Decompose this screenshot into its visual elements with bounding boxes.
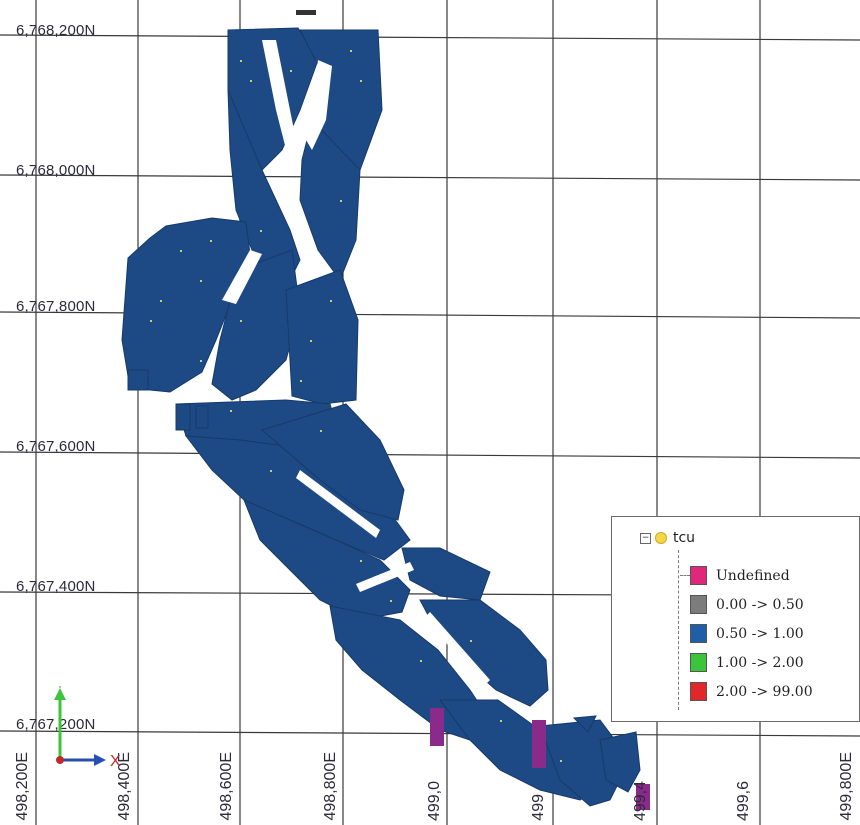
ore-block (285, 269, 359, 405)
y-axis-arrowhead (54, 688, 66, 700)
legend-item: Undefined (690, 566, 790, 585)
legend-item: 0.50 -> 1.00 (690, 624, 804, 643)
grade-speck (150, 320, 152, 322)
grade-speck (210, 240, 212, 242)
easting-label: 499,800E (838, 752, 855, 821)
legend-connector (680, 575, 690, 576)
ore-block (299, 119, 361, 282)
grade-speck (230, 410, 232, 412)
legend-item-label: 0.00 -> 0.50 (716, 596, 804, 613)
northing-label: 6,768,200N (16, 22, 96, 39)
easting-label: 499,0 (426, 780, 443, 821)
undefined-spot (532, 720, 546, 768)
legend-item-label: Undefined (716, 567, 790, 584)
legend-tree-line (678, 550, 679, 710)
legend-swatch (690, 566, 707, 585)
grade-speck (390, 600, 392, 602)
grade-speck (350, 50, 352, 52)
x-axis-arrowhead (94, 754, 106, 766)
grade-speck (360, 560, 362, 562)
grade-speck (560, 760, 562, 762)
grade-speck (200, 360, 202, 362)
easting-label: 498,200E (14, 752, 31, 821)
legend-item: 2.00 -> 99.00 (690, 682, 813, 701)
x-axis-label: X (110, 753, 121, 770)
ore-gaps (222, 40, 490, 686)
northing-label: 6,767,600N (16, 438, 96, 455)
grade-speck (290, 70, 292, 72)
legend-item-label: 1.00 -> 2.00 (716, 654, 804, 671)
grade-speck (250, 80, 252, 82)
undefined-spot (430, 708, 444, 746)
grade-speck (270, 470, 272, 472)
y-axis-label: Y (56, 686, 64, 691)
grade-speck (340, 200, 342, 202)
grade-speck (240, 60, 242, 62)
legend-header[interactable]: − tcu (640, 530, 695, 546)
easting-label: 499 (530, 794, 547, 821)
grade-speck (240, 320, 242, 322)
ore-block (243, 499, 411, 621)
legend-item: 1.00 -> 2.00 (690, 653, 804, 672)
origin-dot (56, 756, 64, 764)
grade-speck (160, 300, 162, 302)
undefined-grade-spots (430, 708, 650, 810)
legend-swatch (690, 653, 707, 672)
legend-swatch (690, 595, 707, 614)
easting-label: 499,6 (735, 780, 752, 821)
undefined-spot (636, 784, 650, 810)
gap-channel (222, 250, 262, 304)
grade-speck (180, 250, 182, 252)
grade-speck (310, 340, 312, 342)
ore-block (572, 715, 597, 733)
gap-channel (356, 562, 414, 592)
ore-body (121, 27, 641, 807)
legend-title: tcu (673, 530, 696, 546)
northing-label: 6,768,000N (16, 162, 96, 179)
easting-label: 498,800E (322, 752, 339, 821)
layer-bulb-icon (655, 532, 667, 544)
grade-speck (200, 280, 202, 282)
ore-block (175, 403, 191, 431)
gap-channel (424, 612, 490, 686)
legend-item-label: 2.00 -> 99.00 (716, 683, 813, 700)
grade-specks (150, 50, 562, 762)
grid-line-horizontal (0, 34, 860, 41)
legend-item-label: 0.50 -> 1.00 (716, 625, 804, 642)
axis-triad-icon: Y X (54, 686, 121, 770)
easting-label: 498,600E (218, 752, 235, 821)
gap-channel (262, 40, 300, 165)
ore-block (195, 405, 209, 429)
expand-collapse-icon[interactable]: − (640, 532, 651, 544)
ore-block (401, 547, 491, 601)
northing-label: 6,767,200N (16, 716, 96, 733)
ore-block (599, 731, 641, 793)
grade-speck (420, 660, 422, 662)
top-marker (296, 10, 316, 15)
legend-swatch (690, 682, 707, 701)
legend-item: 0.00 -> 0.50 (690, 595, 804, 614)
grade-speck (360, 80, 362, 82)
gap-channel (296, 470, 380, 538)
northing-label: 6,767,400N (16, 578, 96, 595)
legend-panel (611, 516, 860, 722)
easting-label: 499,4 (632, 780, 649, 821)
legend-swatch (690, 624, 707, 643)
gap-channel (306, 60, 332, 150)
grade-speck (500, 720, 502, 722)
grid-line-horizontal (0, 451, 860, 459)
grade-speck (320, 430, 322, 432)
grade-speck (330, 300, 332, 302)
northing-label: 6,767,800N (16, 298, 96, 315)
grade-speck (300, 380, 302, 382)
grid-line-horizontal (0, 174, 860, 181)
grade-speck (470, 640, 472, 642)
ore-block (127, 369, 149, 391)
grade-speck (260, 230, 262, 232)
ore-block (260, 403, 405, 521)
